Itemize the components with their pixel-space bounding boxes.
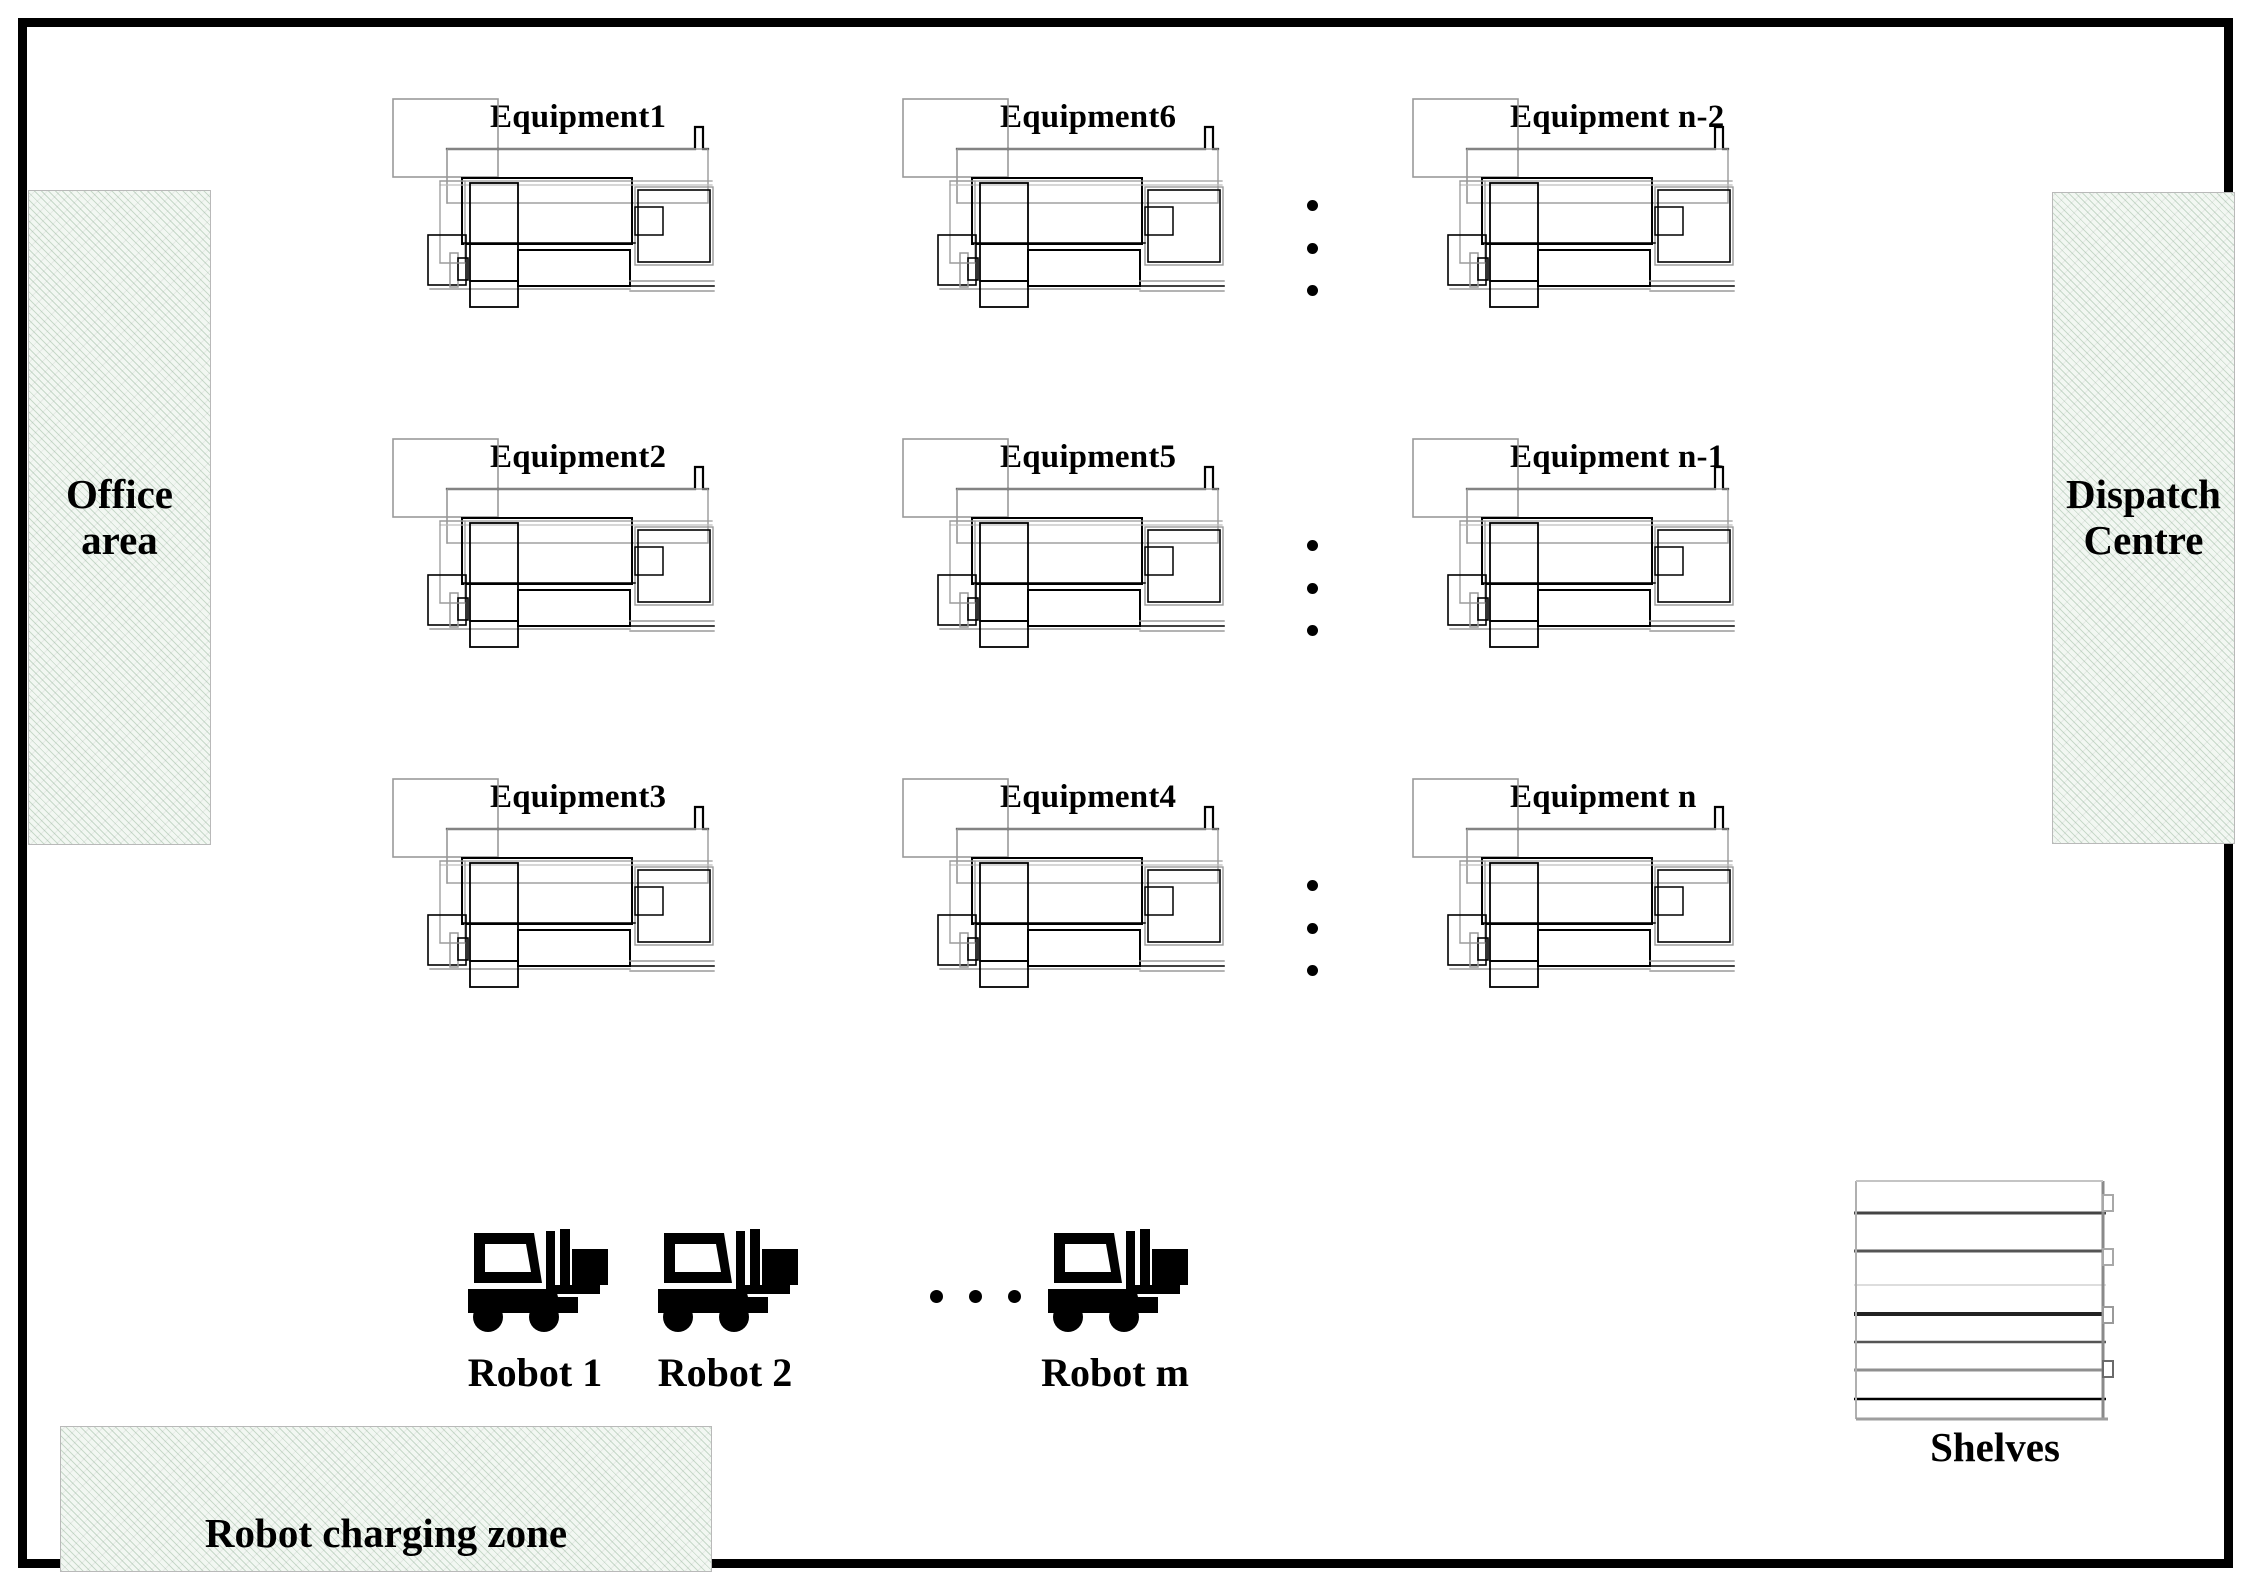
equipment-cell: Equipment n-2 [1410,95,1770,325]
equipment-icon [392,98,715,308]
equipment-icon [392,438,715,648]
equipment-label: Equipment4 [1000,779,1177,815]
shelves-label: Shelves [1930,1424,2060,1470]
equipment-icon [902,778,1225,988]
equipment-label: Equipment5 [1000,439,1177,475]
dot [1306,880,1318,891]
equipment-cell: Equipment n [1410,775,1770,1005]
vertical-ellipsis-row2 [1300,540,1324,636]
equipment-label: Equipment n [1510,779,1697,815]
robot-icon [658,1229,798,1332]
dot [1306,242,1318,254]
equipment-icon [392,778,715,988]
robot-unit: Robot 2 [630,1225,820,1435]
dot [1008,1290,1021,1303]
robot-charging-zone-label: Robot charging zone [204,1510,568,1557]
equipment-icon [1412,438,1735,648]
dispatch-centre-zone: Dispatch Centre [2052,192,2235,844]
robot-label: Robot 2 [657,1350,793,1395]
equipment-label: Equipment2 [490,439,667,475]
robot-icon [468,1229,608,1332]
dot [1306,582,1318,594]
dot [1306,922,1318,934]
equipment-label: Equipment n-1 [1510,439,1725,475]
dispatch-centre-label: Dispatch Centre [2066,471,2221,563]
robot-unit: Robot 1 [440,1225,630,1435]
shelves-icon [1854,1180,2114,1421]
dot [1306,200,1318,211]
robot-label: Robot 1 [467,1350,603,1395]
vertical-ellipsis-row3 [1300,880,1324,976]
horizontal-ellipsis-robots [930,1290,1021,1303]
equipment-icon [1412,778,1735,988]
dot [969,1290,982,1303]
robot-label: Robot m [1041,1350,1189,1395]
robot-icon [1048,1229,1188,1332]
office-area-zone: Office area [28,190,211,845]
vertical-ellipsis-row1 [1300,200,1324,296]
equipment-label: Equipment6 [1000,99,1177,135]
robot-charging-zone: Robot charging zone [60,1426,712,1572]
dot [1306,540,1318,551]
equipment-label: Equipment1 [490,99,667,135]
equipment-cell: Equipment3 [390,775,750,1005]
equipment-cell: Equipment6 [900,95,1260,325]
equipment-cell: Equipment5 [900,435,1260,665]
dot [1306,965,1318,976]
robot-unit: Robot m [1020,1225,1210,1435]
dot [1306,285,1318,296]
equipment-cell: Equipment4 [900,775,1260,1005]
dot [930,1290,943,1303]
equipment-icon [902,98,1225,308]
equipment-cell: Equipment n-1 [1410,435,1770,665]
equipment-label: Equipment3 [490,779,667,815]
equipment-label: Equipment n-2 [1510,99,1725,135]
equipment-cell: Equipment1 [390,95,750,325]
dot [1306,625,1318,636]
equipment-cell: Equipment2 [390,435,750,665]
shelves-rack: Shelves [1850,1175,2140,1475]
equipment-icon [1412,98,1735,308]
office-area-label: Office area [66,470,173,563]
equipment-icon [902,438,1225,648]
